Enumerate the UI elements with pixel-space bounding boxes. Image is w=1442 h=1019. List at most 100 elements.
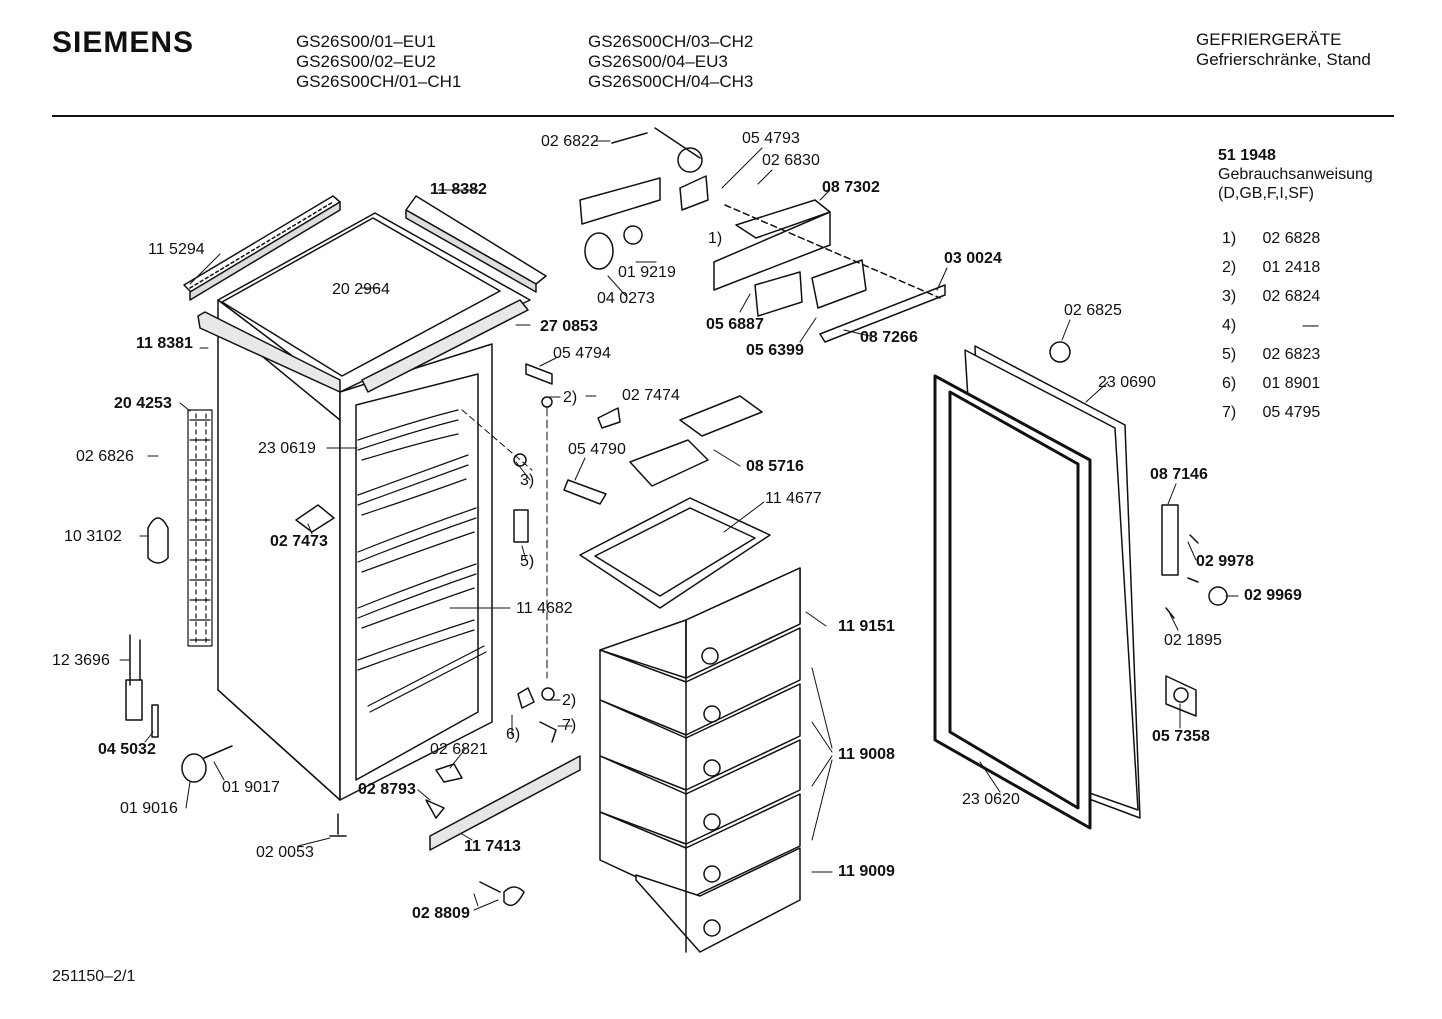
brand-logo: SIEMENS xyxy=(52,26,195,59)
legend-part: 05 4795 xyxy=(1262,404,1321,421)
legend-key: 4) xyxy=(1222,317,1237,334)
part-label: 02 8809 xyxy=(412,905,470,922)
control-housing xyxy=(579,127,946,343)
part-label: 08 7146 xyxy=(1150,466,1208,483)
part-label: 11 4677 xyxy=(765,490,822,507)
legend-key: 7) xyxy=(1222,404,1237,421)
part-label: 05 4793 xyxy=(742,130,800,147)
part-label: 10 3102 xyxy=(64,528,122,545)
part-label: 01 9017 xyxy=(222,779,280,796)
model-code: GS26S00/02–EU2 xyxy=(296,52,436,71)
part-label: 23 0690 xyxy=(1098,374,1156,391)
condenser-coil xyxy=(187,409,213,647)
header-divider xyxy=(52,115,1394,117)
model-code: GS26S00CH/03–CH2 xyxy=(588,32,754,51)
part-label: 6) xyxy=(506,726,521,743)
footnote-legend: 1) 02 6828 2) 01 2418 3) 02 6824 4) — 5)… xyxy=(1222,230,1320,433)
part-label: 23 0619 xyxy=(258,440,316,457)
part-label: 05 6399 xyxy=(746,342,804,359)
legend-key: 5) xyxy=(1222,346,1237,363)
evaporator-shelves xyxy=(357,409,487,713)
part-label: 01 9219 xyxy=(618,264,676,281)
part-label: 05 4794 xyxy=(553,345,611,362)
legend-part: — xyxy=(1302,317,1319,334)
legend-key: 6) xyxy=(1222,375,1237,392)
model-list-2: GS26S00CH/03–CH2 GS26S00/04–EU3 GS26S00C… xyxy=(588,32,753,92)
legend-row: 3) 02 6824 xyxy=(1222,288,1320,317)
part-label: 11 7413 xyxy=(464,838,521,855)
model-code: GS26S00/04–EU3 xyxy=(588,52,728,71)
legend-row: 6) 01 8901 xyxy=(1222,375,1320,404)
part-label: 04 0273 xyxy=(597,290,655,307)
manual-title: Gebrauchsanweisung xyxy=(1218,166,1373,183)
part-label: 02 1895 xyxy=(1164,632,1222,649)
top-rail-left xyxy=(183,195,341,301)
part-label: 11 8382 xyxy=(430,181,487,198)
legend-part: 02 6824 xyxy=(1262,288,1321,305)
part-label: 11 9151 xyxy=(838,618,895,635)
model-code: GS26S00CH/04–CH3 xyxy=(588,72,754,91)
part-label: 1) xyxy=(708,230,723,247)
legend-part: 02 6828 xyxy=(1262,230,1321,247)
legend-key: 2) xyxy=(1222,259,1237,276)
part-label: 02 9978 xyxy=(1196,553,1254,570)
door-gasket xyxy=(933,374,1092,830)
manual-languages: (D,GB,F,I,SF) xyxy=(1218,185,1314,202)
part-label: 04 5032 xyxy=(98,741,156,758)
front-trim-strip xyxy=(197,299,529,393)
model-list-1: GS26S00/01–EU1 GS26S00/02–EU2 GS26S00CH/… xyxy=(296,32,461,92)
part-label: 3) xyxy=(520,472,535,489)
manual-number: 51 1948 xyxy=(1218,147,1276,164)
part-label: 08 7266 xyxy=(860,329,918,346)
part-label: 02 6825 xyxy=(1064,302,1122,319)
legend-row: 5) 02 6823 xyxy=(1222,346,1320,375)
manual-reference: 51 1948 Gebrauchsanweisung (D,GB,F,I,SF) xyxy=(1218,146,1373,203)
part-label: 5) xyxy=(520,553,535,570)
part-label: 08 7302 xyxy=(822,179,880,196)
legend-row: 4) — xyxy=(1222,317,1320,346)
part-label: 11 4682 xyxy=(516,600,573,617)
model-code: GS26S00CH/01–CH1 xyxy=(296,72,462,91)
legend-key: 1) xyxy=(1222,230,1237,247)
part-label: 02 8793 xyxy=(358,781,416,798)
part-label: 05 4790 xyxy=(568,441,626,458)
legend-part: 01 2418 xyxy=(1262,259,1321,276)
cabinet-body xyxy=(217,212,531,801)
part-label: 02 6822 xyxy=(541,133,599,150)
part-label: 2) xyxy=(563,389,578,406)
top-rail-right xyxy=(405,195,547,293)
part-label: 02 7474 xyxy=(622,387,680,404)
part-label: 7) xyxy=(562,717,577,734)
part-label: 2) xyxy=(562,692,577,709)
freezer-tray xyxy=(579,497,771,609)
legend-row: 2) 01 2418 xyxy=(1222,259,1320,288)
legend-part: 02 6823 xyxy=(1262,346,1321,363)
legend-part: 01 8901 xyxy=(1262,375,1321,392)
legend-row: 7) 05 4795 xyxy=(1222,404,1320,433)
legend-key: 3) xyxy=(1222,288,1237,305)
part-label: 03 0024 xyxy=(944,250,1002,267)
part-label: 02 6826 xyxy=(76,448,134,465)
part-label: 11 9009 xyxy=(838,863,895,880)
part-label: 02 9969 xyxy=(1244,587,1302,604)
part-label: 20 4253 xyxy=(114,395,172,412)
part-label: 01 9016 xyxy=(120,800,178,817)
part-label: 12 3696 xyxy=(52,652,110,669)
legend-row: 1) 02 6828 xyxy=(1222,230,1320,259)
drawing-id: 251150–2/1 xyxy=(52,968,136,985)
part-label: 02 7473 xyxy=(270,533,328,550)
small-parts xyxy=(125,341,1228,907)
part-label: 05 7358 xyxy=(1152,728,1210,745)
drawer-stack xyxy=(599,567,801,953)
part-label: 11 5294 xyxy=(148,241,205,258)
part-label: 23 0620 xyxy=(962,791,1020,808)
part-label: 11 8381 xyxy=(136,335,193,352)
part-label: 02 6830 xyxy=(762,152,820,169)
part-label: 05 6887 xyxy=(706,316,764,333)
part-label: 08 5716 xyxy=(746,458,804,475)
part-label: 27 0853 xyxy=(540,318,598,335)
part-label: 02 0053 xyxy=(256,844,314,861)
category-block: GEFRIERGERÄTE Gefrierschränke, Stand xyxy=(1196,30,1371,70)
part-label: 02 6821 xyxy=(430,741,488,758)
